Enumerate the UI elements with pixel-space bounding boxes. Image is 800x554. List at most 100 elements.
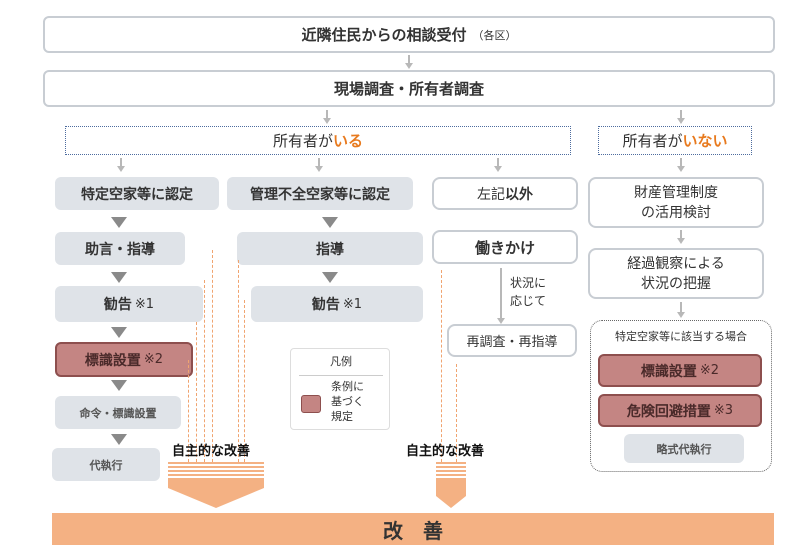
col1-step-sign: 標識設置※2: [55, 342, 193, 377]
arrow-head: [497, 318, 505, 324]
col1-step-order: 命令・標識設置: [55, 396, 181, 429]
col4-step-property-line1: 財産管理制度: [634, 184, 718, 201]
col3-step-approach-label: 働きかけ: [474, 238, 535, 257]
arrow-head: [677, 238, 685, 244]
col3-side-note-2: 応じて: [510, 294, 547, 308]
dashed-line: [441, 270, 442, 462]
col1-step-advice-label: 助言・指導: [85, 241, 155, 258]
col4-danger-avoid: 危険回避措置※3: [598, 394, 762, 427]
connector: [497, 158, 499, 166]
col1-step-sign-label: 標識設置: [84, 352, 141, 369]
connector: [680, 110, 682, 118]
col4-sign-note: ※2: [699, 363, 720, 378]
col4-sign: 標識設置※2: [598, 354, 762, 387]
legend-title: 凡例: [330, 355, 352, 368]
col2-step-recommend-note: ※1: [342, 296, 363, 312]
col1-step-order-label: 命令・標識設置: [79, 406, 157, 420]
col4-step-observe-line2: 状況の把握: [641, 275, 711, 292]
arrow-head: [494, 166, 502, 172]
legend-line3: 規定: [331, 410, 353, 423]
owner-present-prefix: 所有者が: [272, 132, 333, 150]
voluntary-improvement-left: 自主的な改善: [172, 444, 251, 459]
col4-danger-avoid-note: ※3: [713, 403, 734, 418]
col3-header-em: 以外: [505, 186, 533, 203]
dashed-line: [456, 364, 457, 462]
col3-step-reinspect: 再調査・再指導: [447, 324, 577, 357]
col2-step-recommend: 勧告※1: [251, 286, 423, 322]
intake-title: 近隣住民からの相談受付: [301, 26, 467, 44]
col1-step-recommend: 勧告※1: [55, 286, 203, 322]
arrow-head: [677, 118, 685, 124]
col4-simplified-execution-label: 略式代執行: [656, 442, 712, 456]
col2-header: 管理不全空家等に認定: [227, 177, 413, 210]
down-triangle: [111, 380, 127, 391]
connector: [680, 302, 682, 312]
arrow-head: [323, 118, 331, 124]
col1-header-label: 特定空家等に認定: [81, 186, 193, 203]
dashed-line: [204, 280, 205, 462]
col1-header: 特定空家等に認定: [55, 177, 219, 210]
owner-absent-prefix: 所有者が: [622, 132, 683, 150]
legend-text: 条例に 基づく 規定: [331, 379, 364, 424]
dashed-line: [196, 322, 197, 462]
down-triangle: [111, 217, 127, 228]
intake-note: （各区）: [472, 28, 517, 42]
col1-step-advice: 助言・指導: [55, 232, 185, 265]
col1-step-execution-label: 代執行: [89, 458, 123, 472]
down-triangle: [111, 327, 127, 338]
col4-sign-label: 標識設置: [640, 363, 697, 380]
col3-side-note-1: 状況に: [510, 276, 547, 290]
connector: [326, 110, 328, 118]
col3-header: 左記以外: [432, 177, 578, 210]
owner-present-highlight: いる: [333, 132, 364, 150]
col4-simplified-execution: 略式代執行: [624, 434, 744, 463]
arrow-head: [315, 166, 323, 172]
intake-box: 近隣住民からの相談受付 （各区）: [43, 16, 775, 53]
col3-step-reinspect-label: 再調査・再指導: [466, 335, 558, 350]
col4-group-title: 特定空家等に該当する場合: [615, 330, 747, 343]
col4-step-observe-line1: 経過観察による: [627, 255, 725, 272]
owner-absent-box: 所有者がいない: [598, 126, 752, 155]
dashed-line: [238, 260, 239, 462]
survey-box: 現場調査・所有者調査: [43, 70, 775, 107]
survey-title: 現場調査・所有者調査: [333, 80, 484, 98]
dashed-line: [212, 250, 213, 462]
down-triangle: [111, 434, 127, 445]
owner-absent-highlight: いない: [682, 132, 728, 150]
connector: [318, 158, 320, 166]
col1-step-sign-note: ※2: [143, 352, 164, 367]
col4-step-property: 財産管理制度 の活用検討: [588, 177, 764, 228]
down-triangle: [322, 217, 338, 228]
legend-line2: 基づく: [331, 395, 364, 408]
col4-group: [590, 320, 772, 472]
result-label: 改 善: [383, 518, 443, 543]
improvement-arrow-left: [168, 478, 264, 508]
voluntary-improvement-right: 自主的な改善: [406, 444, 485, 459]
down-triangle: [111, 272, 127, 283]
connector: [408, 55, 410, 63]
col2-header-label: 管理不全空家等に認定: [250, 186, 390, 203]
col3-side-note: 状況に 応じて: [510, 274, 546, 310]
improvement-arrow-right: [436, 478, 466, 508]
col2-step-guidance-label: 指導: [316, 241, 344, 258]
arrow-head: [117, 166, 125, 172]
dashed-line: [188, 360, 189, 462]
improvement-stripes: [436, 462, 466, 478]
arrow-head: [677, 166, 685, 172]
connector: [500, 268, 502, 318]
col2-step-recommend-label: 勧告: [311, 297, 340, 313]
connector: [680, 158, 682, 166]
col4-danger-avoid-label: 危険回避措置: [626, 403, 711, 420]
improvement-stripes: [168, 462, 264, 478]
col1-step-recommend-note: ※1: [134, 296, 155, 312]
col3-step-approach: 働きかけ: [432, 230, 578, 264]
legend-swatch: [301, 395, 321, 413]
arrow-head: [405, 63, 413, 69]
owner-present-box: 所有者がいる: [65, 126, 571, 155]
result-bar: 改 善: [52, 513, 774, 545]
legend: 凡例 条例に 基づく 規定: [290, 348, 390, 430]
col4-step-observe: 経過観察による 状況の把握: [588, 248, 764, 299]
col1-step-execution: 代執行: [52, 448, 160, 481]
col4-step-property-line2: の活用検討: [641, 204, 711, 221]
legend-line1: 条例に: [331, 380, 364, 393]
